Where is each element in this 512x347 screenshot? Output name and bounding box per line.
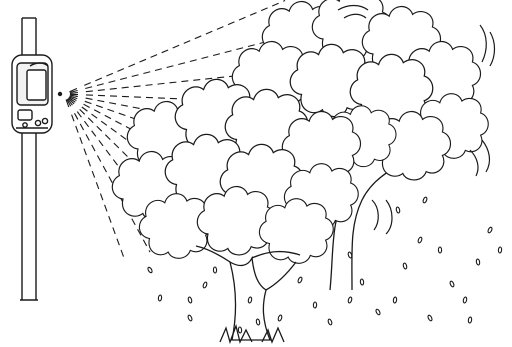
falling-leaf bbox=[313, 302, 317, 308]
falling-leaf bbox=[487, 227, 493, 234]
falling-leaf bbox=[147, 267, 153, 274]
falling-leaf bbox=[422, 197, 427, 204]
falling-leaf bbox=[417, 237, 422, 244]
falling-leaf bbox=[393, 297, 397, 303]
falling-leaf bbox=[438, 247, 441, 253]
sensor-lens-icon bbox=[58, 92, 62, 96]
falling-leaf bbox=[375, 309, 381, 316]
falling-leaf bbox=[297, 277, 303, 284]
falling-leaf bbox=[468, 317, 472, 323]
falling-leaf bbox=[327, 319, 332, 326]
falling-leaf bbox=[360, 279, 364, 285]
falling-leaf bbox=[427, 315, 433, 322]
tree-left bbox=[112, 79, 360, 342]
falling-leaf bbox=[449, 281, 454, 288]
falling-leaf bbox=[187, 315, 192, 322]
falling-leaf bbox=[278, 315, 283, 322]
falling-leaf bbox=[188, 297, 193, 304]
falling-leaf bbox=[202, 282, 207, 289]
falling-leaf bbox=[396, 207, 401, 214]
falling-leaf bbox=[498, 247, 502, 253]
falling-leaf bbox=[403, 263, 408, 270]
motion-sensor-device-icon bbox=[12, 55, 52, 133]
falling-leaf bbox=[213, 267, 216, 273]
falling-leaf bbox=[476, 259, 480, 265]
falling-leaf bbox=[463, 297, 467, 304]
falling-leaf bbox=[348, 297, 353, 304]
falling-leaf bbox=[158, 295, 162, 301]
